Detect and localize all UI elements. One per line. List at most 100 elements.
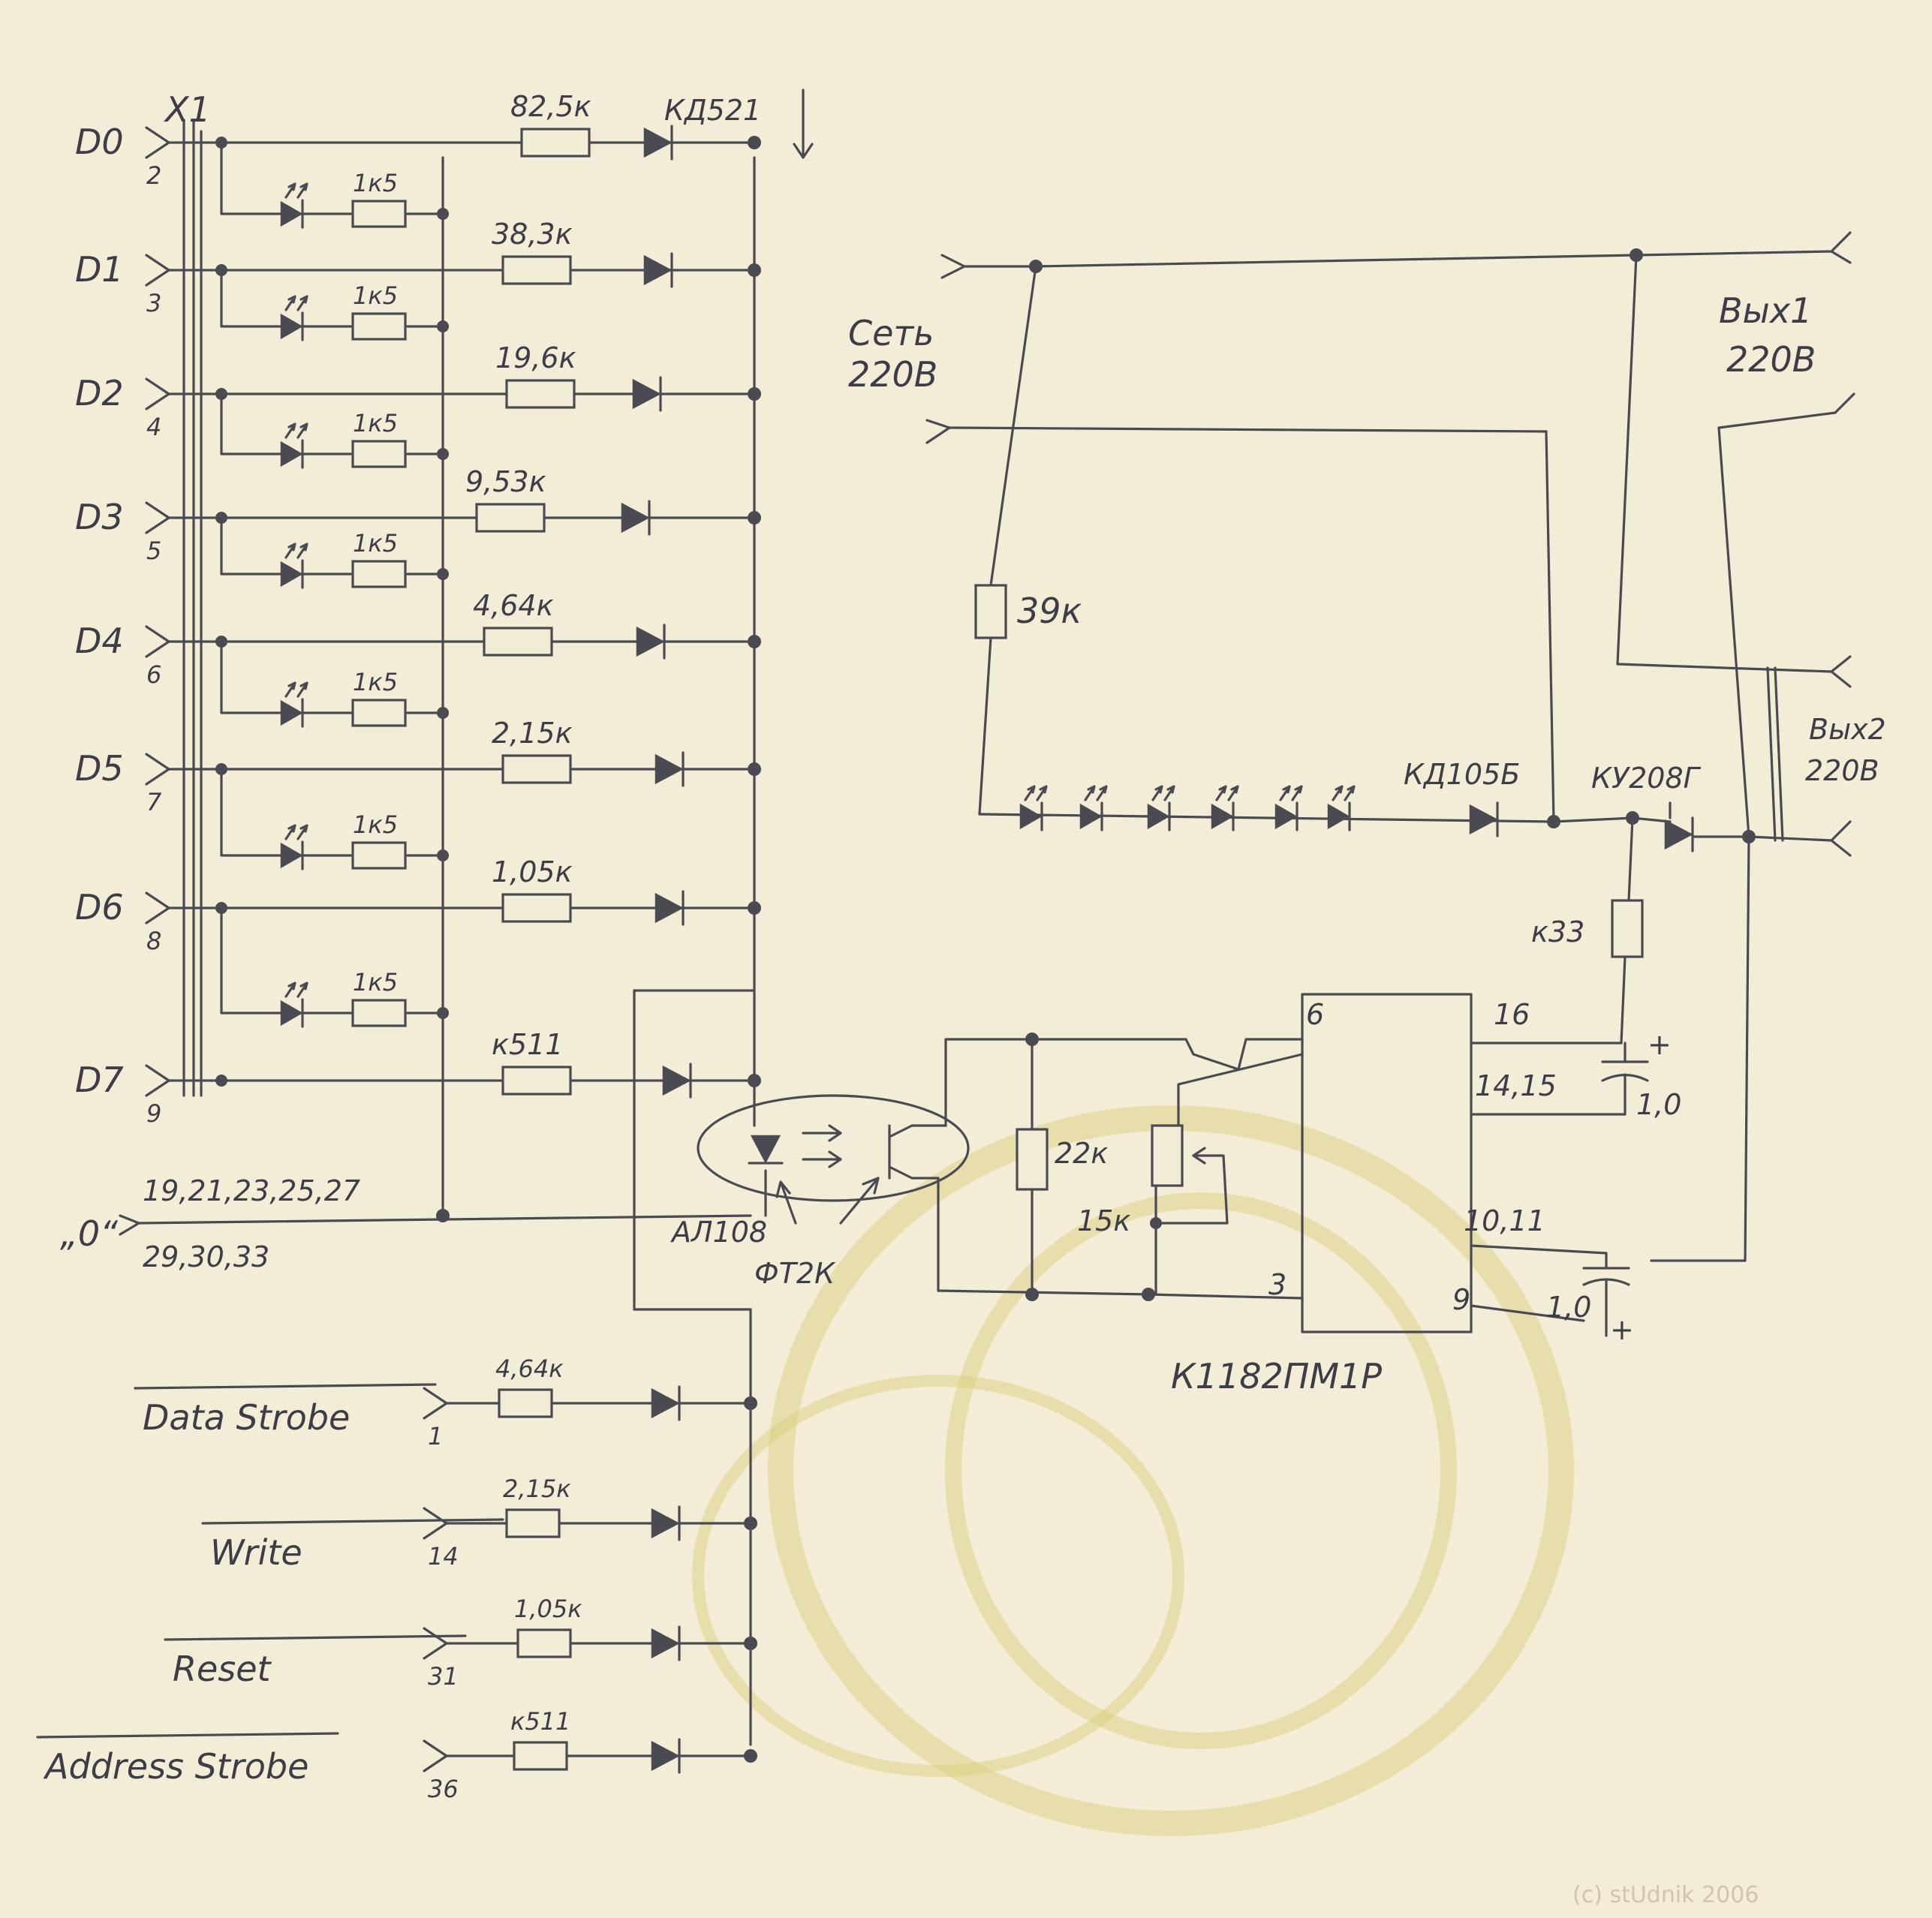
- resistor-value: 9,53к: [465, 465, 546, 498]
- led-resistor-value: 1к5: [353, 281, 398, 310]
- resistor: [483, 627, 553, 657]
- control-line-pin: 1: [428, 1422, 443, 1451]
- input-arrow-icon: [145, 377, 170, 410]
- input-arrow-icon: [145, 501, 170, 534]
- resistor-value: 2,15к: [492, 717, 573, 750]
- data-line-pin: 4: [146, 413, 161, 441]
- ground-pins-2: 29,30,33: [143, 1240, 269, 1273]
- control-line-data-strobe: Data Strobe 1 4,64к: [134, 1354, 757, 1451]
- resistor-value: 4,64к: [495, 1354, 564, 1383]
- control-line-name: Address Strobe: [43, 1746, 308, 1787]
- input-arrow-icon: [423, 1739, 448, 1772]
- data-line-pin: 9: [146, 1099, 161, 1128]
- control-line-name: Reset: [173, 1649, 272, 1689]
- led-icon: [280, 182, 308, 229]
- out2-label-1: Вых2: [1809, 713, 1886, 746]
- resistor-value: 1,05к: [514, 1595, 582, 1623]
- resistor: [513, 1741, 568, 1771]
- diode-icon: [643, 252, 673, 288]
- ic-pin16: 16: [1494, 998, 1530, 1031]
- led-resistor-value: 1к5: [353, 169, 398, 197]
- resistor: [501, 1066, 572, 1096]
- data-line-name: D5: [75, 748, 124, 789]
- led-icon: [280, 681, 308, 728]
- diode-type-label: КД521: [664, 94, 761, 127]
- data-line-name: D2: [75, 373, 124, 413]
- down-arrow-icon: [793, 89, 814, 159]
- data-line-pin: 8: [146, 927, 161, 955]
- data-row-d2: D2 4 19,6к 1к5: [75, 341, 761, 469]
- resistor-value: 2,15к: [503, 1475, 571, 1503]
- ic-pin9: 9: [1452, 1283, 1470, 1316]
- control-line-reset: Reset 31 1,05к: [164, 1595, 757, 1691]
- ground-pins-1: 19,21,23,25,27: [143, 1174, 360, 1207]
- data-line-pin: 2: [146, 161, 161, 190]
- thyristor-label: КУ208Г: [1591, 762, 1702, 795]
- data-line-name: D4: [75, 621, 124, 661]
- led-resistor: [351, 999, 407, 1027]
- diode-icon: [651, 1385, 681, 1421]
- led-resistor: [351, 440, 407, 468]
- ic-pin1415: 14,15: [1475, 1069, 1557, 1102]
- led-icon: [280, 824, 308, 870]
- input-arrow-icon: [423, 1387, 448, 1420]
- led-resistor-value: 1к5: [353, 409, 398, 437]
- data-line-pin: 6: [146, 660, 161, 689]
- diode-icon: [632, 376, 662, 412]
- out1-label-2: 220В: [1726, 339, 1816, 380]
- led-resistor: [351, 841, 407, 870]
- diode-icon: [643, 125, 673, 161]
- input-arrow-icon: [145, 753, 170, 786]
- control-line-name: Data Strobe: [143, 1397, 350, 1438]
- control-line-pin: 14: [428, 1542, 459, 1571]
- data-row-d3: D3 5 9,53к 1к5: [75, 465, 761, 589]
- resistor: [475, 503, 546, 533]
- diode-icon: [662, 1063, 692, 1099]
- data-input-rows: D0282,5к1к5D1338,3к1к5D2419,6к1к5D359,53…: [75, 90, 761, 1128]
- data-line-name: D0: [75, 122, 124, 162]
- r39-label: 39к: [1017, 591, 1082, 631]
- led-icon: [280, 982, 308, 1028]
- r22-label: 22к: [1055, 1137, 1108, 1170]
- input-arrow-icon: [145, 891, 170, 924]
- led-resistor: [351, 560, 407, 588]
- diode-icon: [651, 1505, 681, 1541]
- led-icon: [280, 543, 308, 589]
- copyright-text: (c) stUdnik 2006: [1572, 1882, 1759, 1908]
- data-line-name: D1: [75, 249, 124, 290]
- resistor-value: к511: [492, 1028, 563, 1061]
- data-line-pin: 7: [146, 788, 162, 816]
- mains-label-2: 220В: [848, 354, 937, 395]
- r33-label: к33: [1531, 915, 1584, 948]
- led-resistor-value: 1к5: [353, 529, 398, 558]
- resistor: [516, 1628, 572, 1658]
- phototransistor-label: ФТ2К: [754, 1257, 836, 1290]
- ground-line: „0“ 19,21,23,25,27 29,30,33: [60, 1174, 752, 1273]
- led-icon: [280, 295, 308, 341]
- x1-connector: X1: [164, 89, 211, 1097]
- data-line-name: D3: [75, 497, 124, 537]
- resistor-value: 19,6к: [495, 341, 576, 374]
- out2-label-2: 220В: [1805, 754, 1879, 787]
- pot-label: 15к: [1077, 1204, 1130, 1237]
- power-section: Сеть 220В 39к КД105Б КУ208Г: [848, 231, 1886, 1396]
- input-arrow-icon: [145, 1064, 170, 1097]
- ic-pin1011: 10,11: [1464, 1204, 1545, 1237]
- data-line-pin: 5: [146, 537, 161, 565]
- control-line-pin: 31: [428, 1662, 459, 1691]
- input-arrow-icon: [145, 625, 170, 658]
- resistor-value: 1,05к: [492, 855, 573, 888]
- diode-icon: [655, 751, 685, 787]
- resistor-value: 38,3к: [492, 218, 573, 251]
- diode-icon: [655, 890, 685, 926]
- led-resistor: [351, 312, 407, 341]
- diode-icon: [621, 500, 651, 536]
- resistor: [501, 893, 572, 923]
- diode-icon: [651, 1625, 681, 1661]
- resistor: [501, 754, 572, 784]
